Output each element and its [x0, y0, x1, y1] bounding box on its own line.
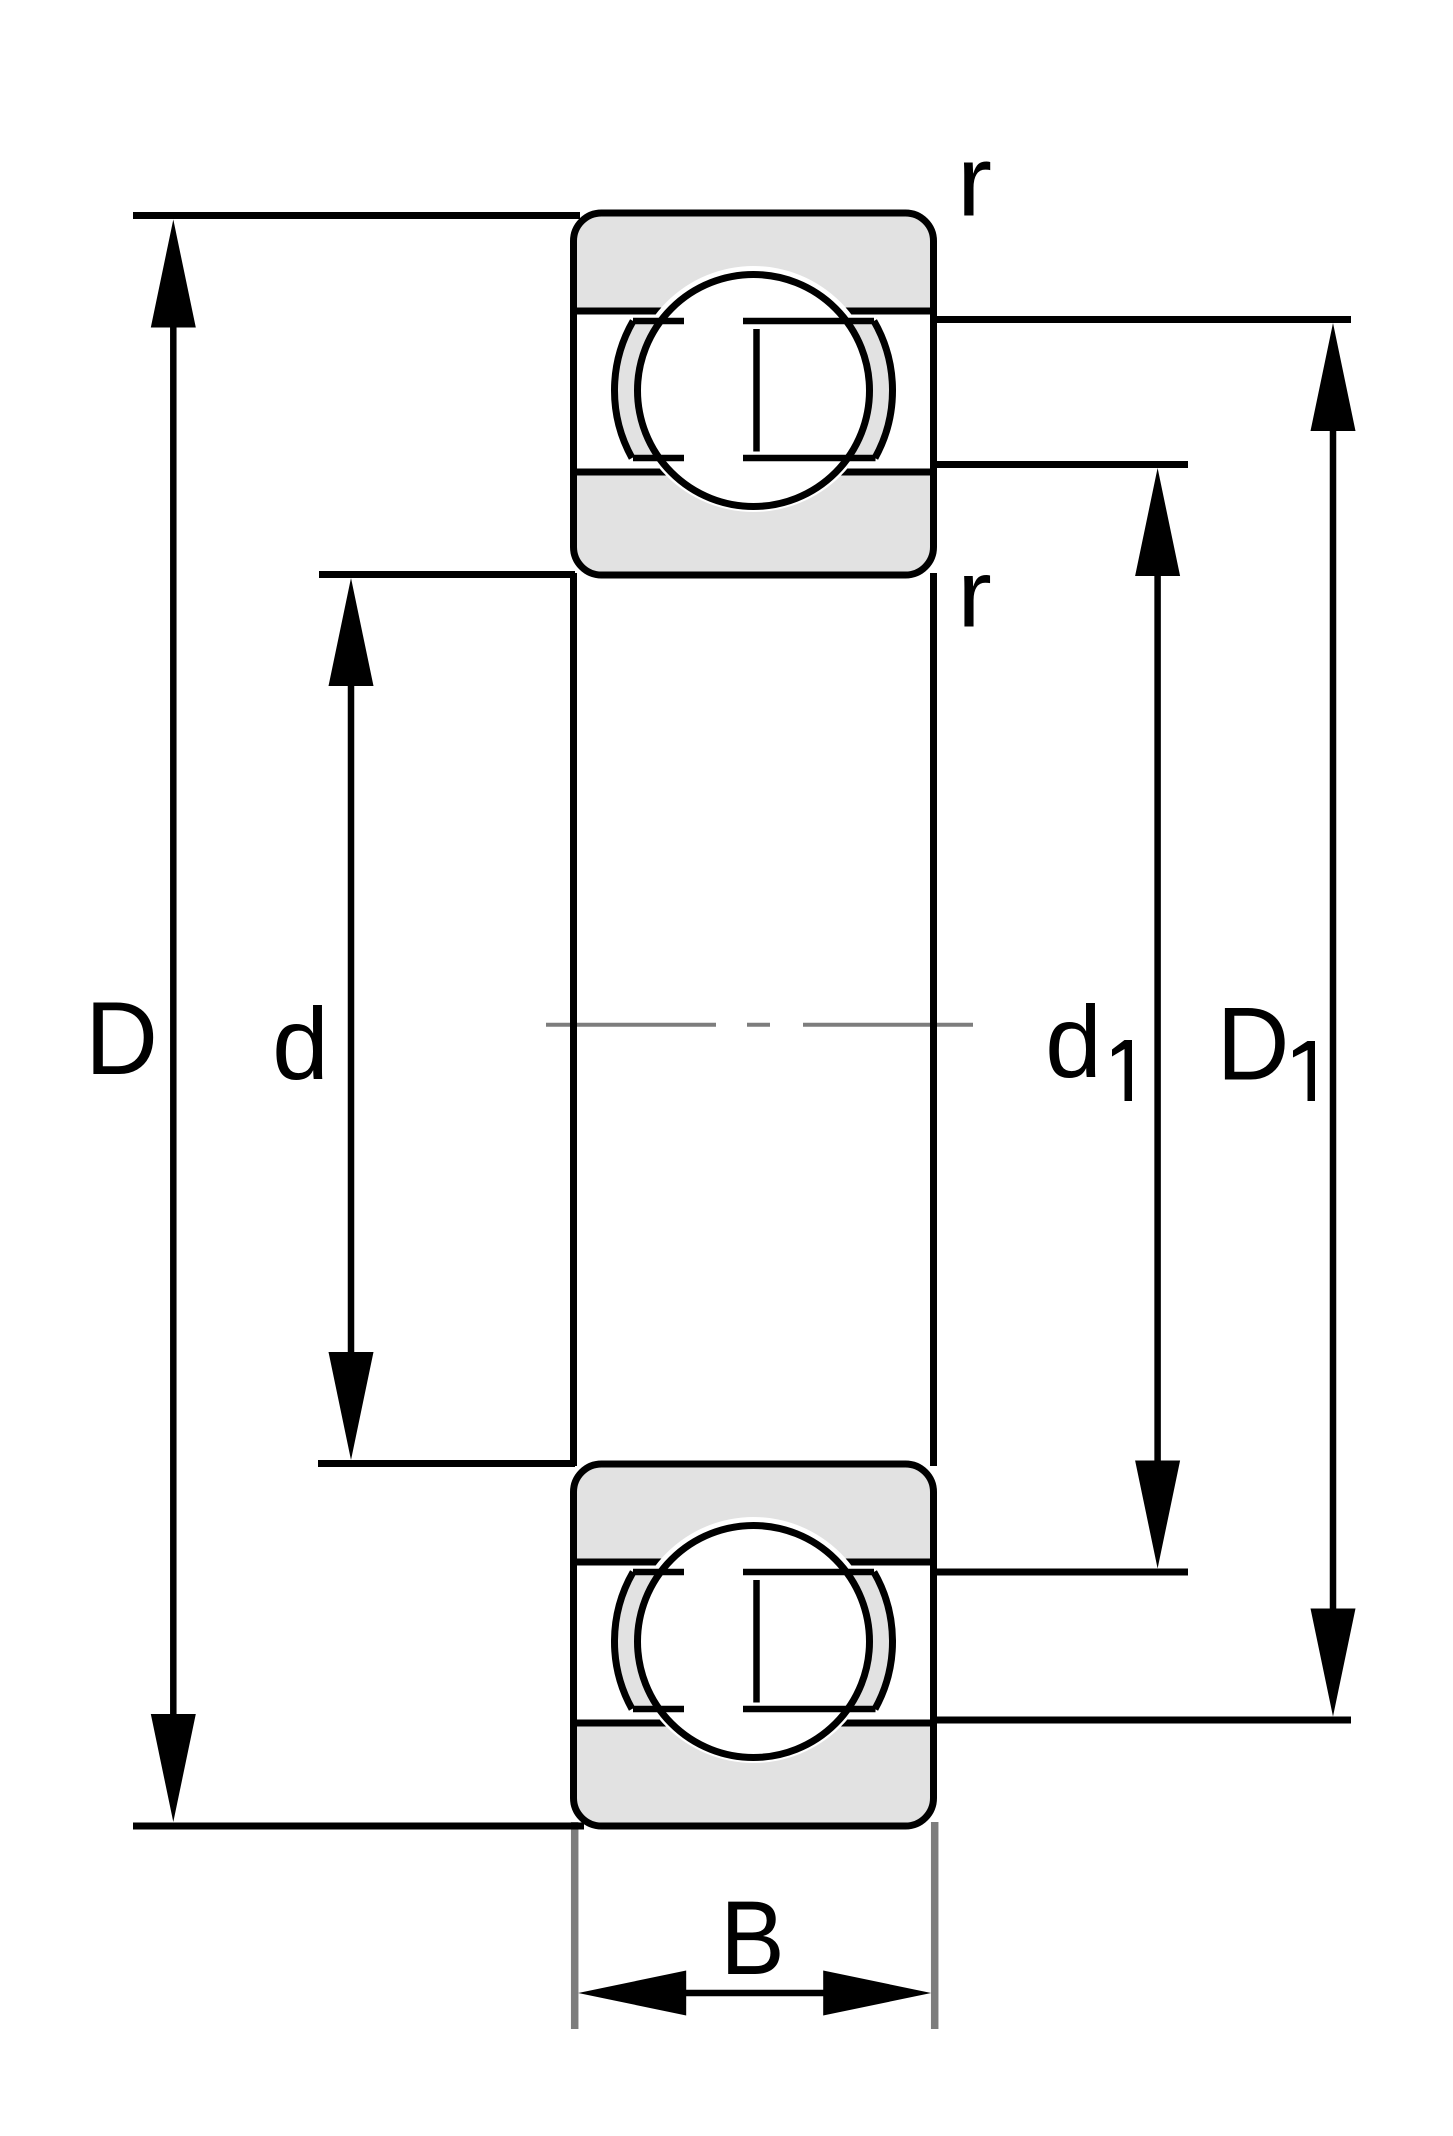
svg-text:r: r [957, 125, 992, 237]
svg-text:d: d [1045, 985, 1102, 1099]
svg-text:D: D [1217, 985, 1290, 1102]
svg-text:D: D [85, 980, 158, 1097]
svg-text:r: r [957, 541, 992, 648]
svg-text:B: B [720, 1880, 784, 1997]
svg-text:d: d [272, 987, 329, 1101]
